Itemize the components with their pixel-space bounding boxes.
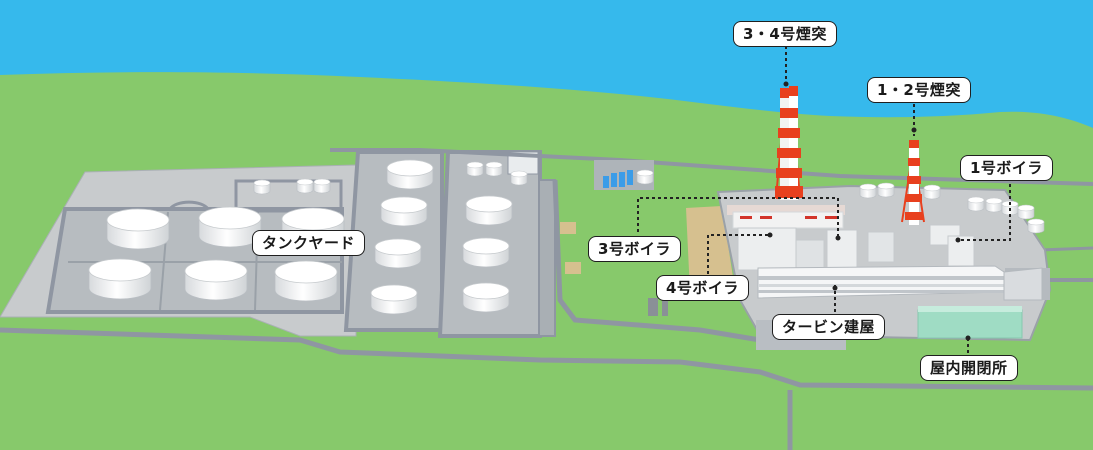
- leader-lines: [637, 40, 1011, 358]
- indoor-switchyard-label: 屋内開閉所: [920, 355, 1018, 381]
- stack-3-4-label: 3・4号煙突: [733, 21, 837, 47]
- stack-1-2-label: 1・2号煙突: [867, 77, 971, 103]
- indoor-switchyard: [917, 309, 1023, 339]
- stack-1-2: [901, 140, 925, 225]
- turbine-building: [757, 265, 1043, 301]
- tank-yard-area: [0, 150, 556, 338]
- tank-yard-label: タンクヤード: [252, 230, 366, 256]
- boiler-4-label: 4号ボイラ: [656, 275, 749, 301]
- stack-3-4: [775, 86, 803, 200]
- misc-buildings: [560, 160, 735, 316]
- boiler-1-label: 1号ボイラ: [960, 155, 1053, 181]
- boiler-3-label: 3号ボイラ: [588, 236, 681, 262]
- leader-dots: [767, 81, 971, 341]
- turbine-building-label: タービン建屋: [772, 314, 886, 340]
